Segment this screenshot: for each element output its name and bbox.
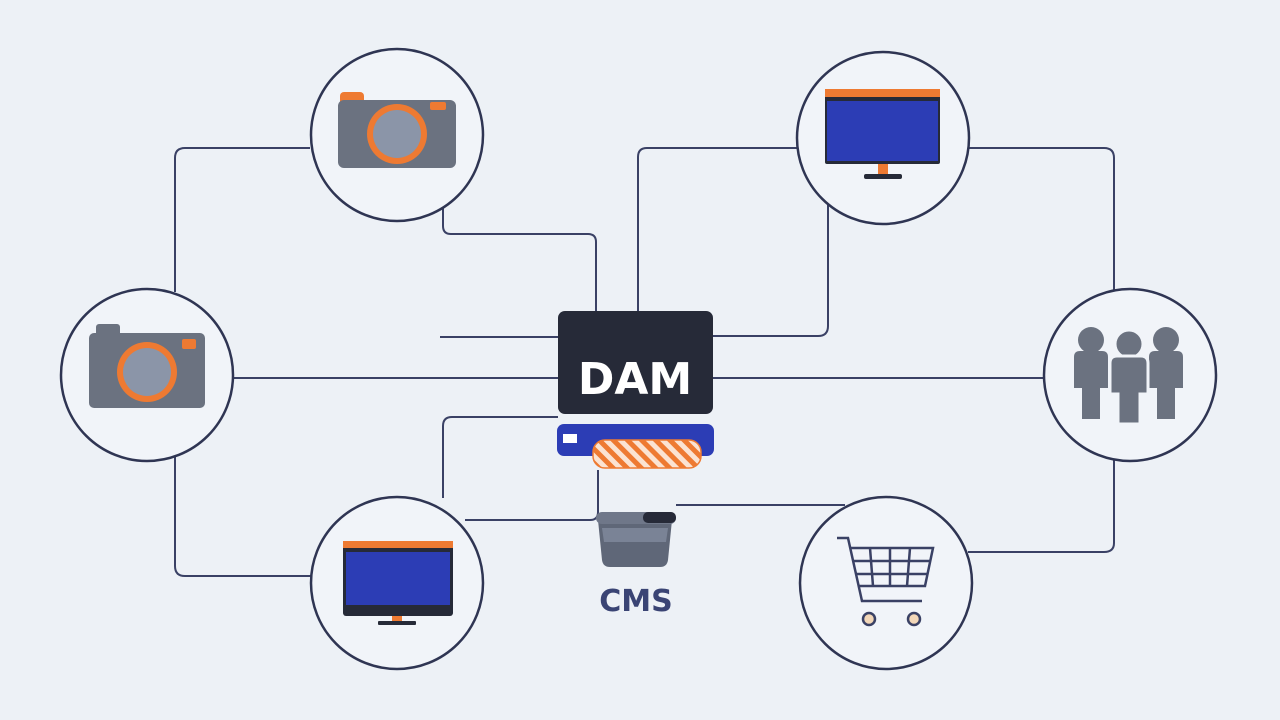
- node-cart-bottom-right[interactable]: [798, 495, 974, 671]
- connector-hub-to-monitor-top-right: [637, 147, 798, 312]
- connector-monitor-top-right-to-people: [968, 147, 1115, 292]
- camera-icon: [338, 92, 456, 168]
- cms-box-icon: [596, 512, 676, 567]
- people-group-icon: [1074, 327, 1183, 426]
- dam-hub: DAM: [558, 311, 713, 414]
- storage-tray: [557, 424, 714, 469]
- camera-icon: [89, 324, 205, 408]
- connector-lines: [174, 147, 1115, 577]
- shopping-cart-icon: [837, 536, 935, 627]
- connector-monitor-bottom-left-to-hub: [442, 416, 558, 498]
- connector-camera-left-to-monitor-bottom-left: [174, 456, 312, 577]
- monitor-icon: [825, 89, 940, 179]
- monitor-icon: [343, 541, 453, 625]
- connector-people-to-cart: [968, 460, 1115, 553]
- connector-cms-to-monitor-bottom-left: [465, 470, 599, 521]
- connector-camera-top-to-camera-left: [174, 147, 310, 292]
- node-people-right[interactable]: [1042, 287, 1218, 463]
- node-monitor-bottom-left[interactable]: [309, 495, 485, 671]
- node-camera-top[interactable]: [309, 47, 485, 223]
- cms-node: CMS: [596, 512, 676, 619]
- node-camera-left[interactable]: [59, 287, 235, 463]
- dam-hub-box: [558, 311, 713, 414]
- node-monitor-top-right[interactable]: [795, 50, 971, 226]
- cms-label: CMS: [599, 584, 672, 619]
- storage-tray-stripes: [593, 440, 701, 468]
- dam-label: DAM: [578, 354, 692, 405]
- storage-tray-indicator: [563, 434, 577, 443]
- connector-camera-top-to-hub: [442, 208, 597, 312]
- connector-hub-to-monitor-top-right-lower: [712, 205, 829, 337]
